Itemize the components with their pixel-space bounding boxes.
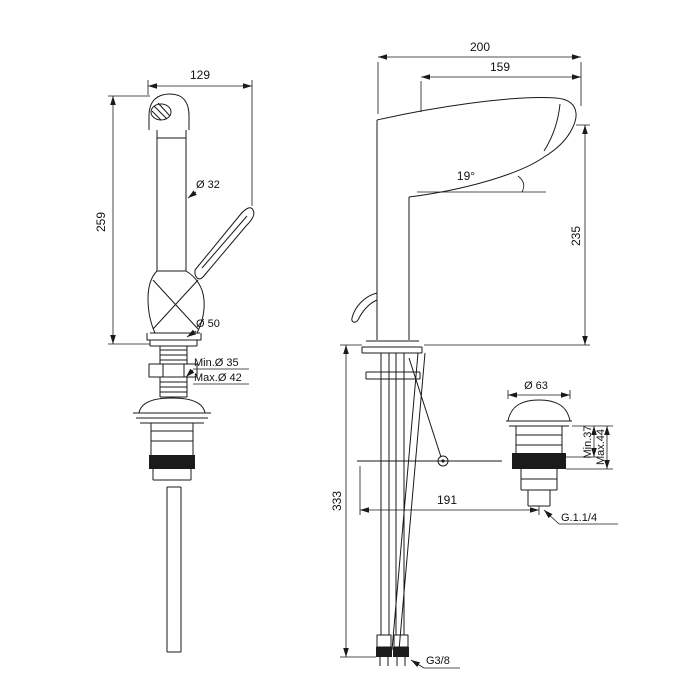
base-flange [361, 340, 423, 354]
mount-hole-max-label: Max.Ø 42 [194, 372, 242, 384]
drain-lower [520, 469, 558, 491]
label-hose-thread: G3/8 [410, 655, 460, 669]
dim-drain-diameter-63: Ø 63 [507, 380, 571, 399]
dim-height-label: 259 [94, 212, 108, 232]
dim-deck-thickness: Min.37 Max.44 [566, 425, 613, 470]
label-drain-thread: G.1.1/4 [543, 509, 618, 525]
deck-max-label: Max.44 [595, 429, 607, 465]
dim-mount-hole: Min.Ø 35 Max.Ø 42 [185, 357, 249, 385]
leader-line [187, 190, 197, 199]
body-diameter-label: Ø 50 [196, 318, 220, 330]
hose-fitting-right [393, 634, 409, 648]
deck-plate [365, 371, 421, 380]
dim-reach-label: 159 [490, 60, 510, 74]
spout-tip-inner-line [543, 103, 561, 152]
dim-below-deck-label: 333 [330, 491, 344, 511]
dim-depth-label: 200 [470, 40, 490, 54]
spout-underside [408, 156, 545, 198]
hose-fitting-right-band [393, 647, 409, 657]
dim-reach-159: 159 [420, 60, 581, 112]
pop-up-rod-diagonal [408, 357, 442, 458]
drain-flange-lines [133, 412, 211, 424]
handle-lever [194, 207, 255, 280]
leader-line [186, 329, 197, 338]
drain-lower [152, 469, 192, 481]
spout-top-edge [376, 97, 577, 158]
drain-body [515, 426, 563, 453]
body-column [156, 130, 187, 271]
spout-angle-label: 19° [457, 169, 475, 183]
dim-spout-height-235: 235 [424, 124, 590, 346]
dim-width-label: 129 [190, 68, 210, 82]
drain-knurl-band [512, 453, 566, 469]
dim-depth-200: 200 [377, 40, 582, 114]
dim-body-diameter: Ø 50 [186, 318, 220, 338]
drain-tailpipe [166, 486, 182, 653]
supply-hoses-vertical [380, 353, 405, 635]
spout-diameter-label: Ø 32 [196, 179, 220, 191]
dim-spout-height-label: 235 [569, 226, 583, 246]
dim-spout-diameter: Ø 32 [187, 179, 220, 199]
drain-tail [527, 490, 551, 507]
right-view: 19° 200 159 235 [330, 40, 618, 669]
leader-line [410, 659, 425, 669]
angle-arc [517, 175, 525, 193]
drain-thread-label: G.1.1/4 [561, 512, 597, 524]
hose-thread-label: G3/8 [426, 655, 450, 667]
mount-hole-min-label: Min.Ø 35 [194, 357, 239, 369]
rod-ball-center [441, 459, 445, 463]
extension-lines [108, 95, 150, 345]
mounting-shank-lower [159, 377, 188, 398]
drain-knurl-band [149, 455, 195, 469]
base-flange [146, 333, 202, 347]
drain-diameter-label: Ø 63 [524, 380, 548, 392]
deck-min-label: Min.37 [582, 425, 594, 458]
side-handle [351, 292, 378, 323]
drain-dome [507, 399, 571, 422]
left-view: 129 259 Ø 32 Ø 50 Min.Ø 35 Max.Ø 42 [94, 68, 255, 653]
dim-rod-offset-label: 191 [437, 493, 457, 507]
aerator-hatch [151, 102, 171, 121]
handle-lever-inner-line [201, 215, 248, 269]
leader-line [543, 509, 560, 525]
body-column [376, 120, 410, 340]
supply-hoses-diagonal [391, 352, 426, 651]
extension-lines [377, 62, 582, 114]
drain-body [150, 423, 194, 455]
hose-fitting-right-tails [396, 657, 406, 666]
extension-lines [424, 124, 590, 346]
dim-below-deck-333: 333 [330, 344, 376, 658]
hose-fitting-left-band [376, 647, 392, 657]
mounting-shank-upper [159, 346, 188, 364]
extension-lines [359, 466, 540, 515]
drain-flange-lines [506, 420, 572, 427]
dim-rod-offset-191: 191 [359, 466, 540, 515]
extension-lines [340, 344, 376, 658]
mounting-nut [148, 363, 198, 378]
mixer-body-outline [147, 270, 205, 334]
spout-head-outline [148, 93, 190, 130]
drain-dome [138, 397, 206, 414]
mixer-body-cross-lines [152, 279, 199, 330]
dim-height-259: 259 [94, 95, 150, 345]
dim-spout-angle: 19° [417, 169, 546, 193]
dim-width-129: 129 [147, 68, 253, 206]
leader-line [185, 368, 195, 378]
hose-fitting-left-tails [379, 657, 389, 666]
hose-fitting-left [376, 634, 392, 648]
rod-ball-joint [437, 455, 449, 467]
